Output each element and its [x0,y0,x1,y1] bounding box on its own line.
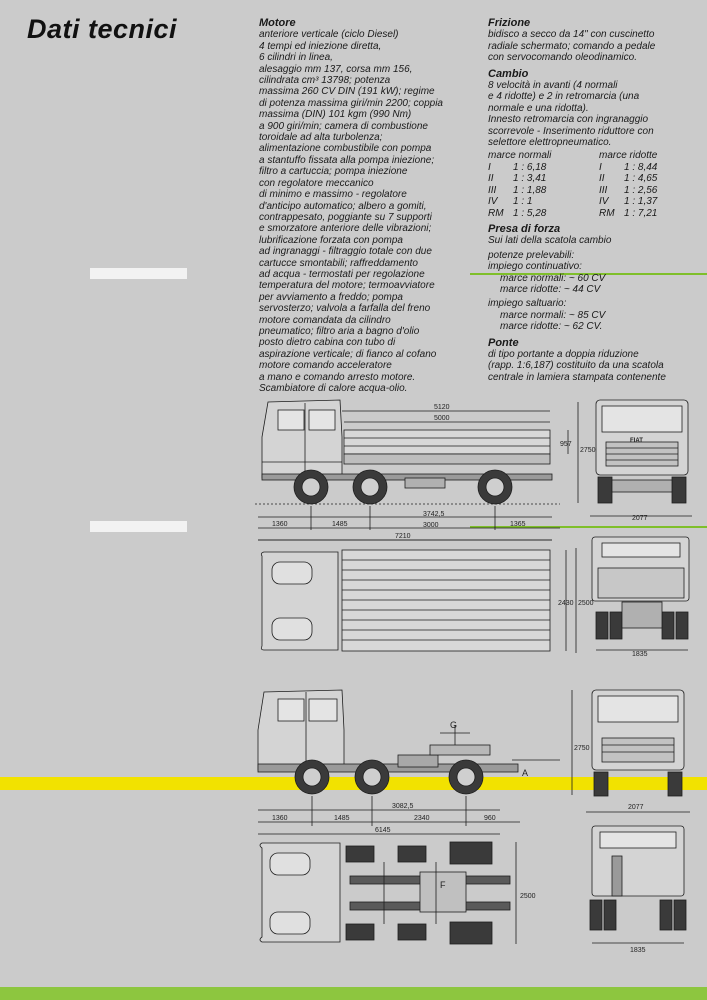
gear-label: IV [599,196,609,208]
presa-continuativo: impiego continuativo: [488,261,582,273]
frizione-heading: Frizione [488,17,531,29]
gear-ratio: 1 : 1,37 [624,196,658,208]
dim-label: 1360 [272,521,288,528]
gear-ratio: 1 : 1 [513,196,533,208]
presa-potenze: potenze prelevabili: [488,249,575,261]
dim-label: 3742,5 [423,511,445,518]
presa-cont-normali: marce normali: ~ 60 CV [500,272,606,284]
presa-saltuario: impiego saltuario: [488,298,567,310]
cambio-text: 8 velocità in avanti (4 normali e 4 rido… [488,80,654,149]
gear-label: III [488,184,497,196]
dim-label: 1365 [510,521,526,528]
dim-label: 5000 [434,415,450,422]
gear-ratio: 1 : 2,56 [624,184,658,196]
truck-top-view-flatbed [258,539,577,653]
dim-label: 3000 [423,522,439,529]
dim-label: 3082,5 [392,803,414,810]
dim-label: A [522,768,528,778]
gear-ratio: 1 : 7,21 [624,207,658,219]
gear-ratio: 1 : 3,41 [513,173,547,185]
dim-label: G [450,720,457,730]
gear-ratio: 1 : 6,18 [513,161,547,173]
ponte-text: di tipo portante a doppia riduzione (rap… [488,348,666,383]
dim-label: 1360 [272,815,288,822]
gear-label: II [599,173,605,185]
green-footer-band [0,987,707,1000]
motore-section: Motore anteriore verticale (ciclo Diesel… [259,17,477,394]
green-rule [470,526,707,528]
truck-front-view-3 [586,689,690,813]
gear-label: I [488,161,491,173]
gear-label: IV [488,196,498,208]
gear-ratio-table: marce normali marce ridotte I 1 : 6,18 I… [488,150,660,218]
presa-salt-normali: marce normali: ~ 85 CV [500,309,606,321]
yellow-stripe [0,777,707,790]
gear-ratio: 1 : 5,28 [513,207,547,219]
motore-text: anteriore verticale (ciclo Diesel) 4 tem… [259,29,443,394]
dim-label: 1485 [334,815,350,822]
gear-label: II [488,173,494,185]
page-title: Dati tecnici [27,14,178,44]
truck-side-view-flatbed [255,399,579,541]
dim-label: 2500 [578,600,594,607]
right-column: Frizione bidisco a secco da 14" con cusc… [488,17,700,383]
frizione-text: bidisco a secco da 14" con cuscinetto ra… [488,29,656,64]
truck-front-view-1 [590,399,692,517]
green-rule [470,273,707,275]
ponte-heading: Ponte [488,336,519,349]
gear-label: RM [599,207,615,219]
dimension-labels: 5120 5000 957 2750 1360 1485 3742,5 3000… [272,404,648,954]
table-row: II 1 : 3,41 II 1 : 4,65 [488,173,660,184]
white-marker-bar [90,268,187,279]
table-row: I 1 : 6,18 I 1 : 8,44 [488,162,660,173]
motore-heading: Motore [259,17,296,29]
presa-salt-ridotte: marce ridotte: ~ 62 CV. [500,321,603,333]
truck-rear-view-2 [591,536,690,651]
gear-col-ridotte: marce ridotte [599,150,658,162]
presa-text: Sui lati della scatola cambio [488,235,612,247]
gear-label: RM [488,207,504,219]
dim-label: 5120 [434,404,450,411]
dim-label: 7210 [395,533,411,540]
dim-label: 2077 [628,804,644,811]
truck-rear-view-4 [589,825,687,944]
gear-ratio: 1 : 1,88 [513,184,547,196]
dim-label: 2750 [580,447,596,454]
gear-col-normali: marce normali [488,150,552,162]
presa-heading: Presa di forza [488,222,561,235]
gear-label: III [599,184,608,196]
dim-label: 1835 [632,651,648,658]
table-row: RM 1 : 5,28 RM 1 : 7,21 [488,208,660,219]
gear-label: I [599,161,602,173]
truck-side-view-chassis [257,689,573,835]
dim-label: 2077 [632,515,648,522]
presa-cont-ridotte: marce ridotte: ~ 44 CV [500,283,601,295]
cambio-heading: Cambio [488,67,529,80]
dim-label: 957 [560,441,572,448]
truck-top-view-chassis [259,841,517,945]
dim-label: 2430 [558,600,574,607]
dim-label: F [440,880,446,890]
table-row: IV 1 : 1 IV 1 : 1,37 [488,196,660,207]
dim-label: 2750 [574,745,590,752]
table-row: III 1 : 1,88 III 1 : 2,56 [488,185,660,196]
dim-label: 960 [484,815,496,822]
dim-label: 6145 [375,827,391,834]
gear-ratio: 1 : 8,44 [624,161,658,173]
dim-label: 1835 [630,947,646,954]
gear-ratio: 1 : 4,65 [624,173,658,185]
dim-label: 1485 [332,521,348,528]
white-marker-bar [90,521,187,532]
fiat-badge: FIAT [630,438,643,444]
dim-label: 2500 [520,893,536,900]
dim-label: 2340 [414,815,430,822]
